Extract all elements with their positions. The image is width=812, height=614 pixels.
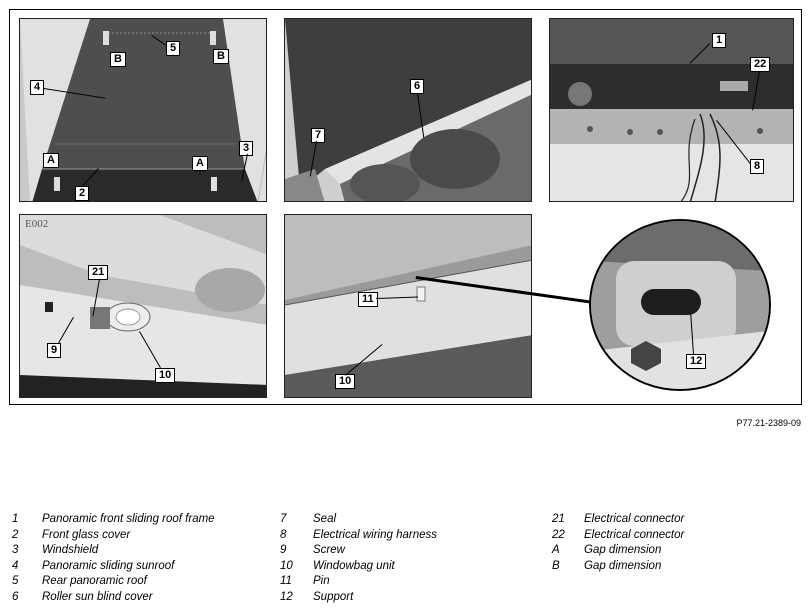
photo-roof-overview: B 5 B 4 A 3 A 2 xyxy=(19,18,267,202)
callout-a-left: A xyxy=(43,153,59,168)
callout-5: 5 xyxy=(166,41,181,56)
callout-b-right: B xyxy=(213,49,229,64)
callout-22: 22 xyxy=(750,57,771,72)
photo-sun-blind: 6 7 xyxy=(284,18,532,202)
callout-9: 9 xyxy=(47,343,62,358)
support-drawing xyxy=(591,221,769,389)
callout-b-left: B xyxy=(110,52,126,67)
photo-roof-frame-wiring: 1 22 8 xyxy=(549,18,794,202)
callout-8: 8 xyxy=(750,159,765,174)
callout-7: 7 xyxy=(311,128,326,143)
photo-windowbag-pin: 11 10 xyxy=(284,214,532,398)
figure-code: P77.21-2389-09 xyxy=(736,418,801,428)
callout-6: 6 xyxy=(410,79,425,94)
callout-11: 11 xyxy=(358,292,378,307)
sun-blind-drawing xyxy=(285,19,531,201)
figure-frame: B 5 B 4 A 3 A 2 6 7 xyxy=(9,9,802,405)
windowbag-pin-drawing xyxy=(285,215,531,397)
roof-overview-drawing xyxy=(20,19,266,201)
callout-2: 2 xyxy=(75,186,90,201)
photo-windowbag-connector: 21 9 10 xyxy=(19,214,267,398)
callout-4: 4 xyxy=(30,80,45,95)
roof-frame-drawing xyxy=(550,19,793,201)
windowbag-connector-drawing xyxy=(20,215,266,397)
callout-10-b: 10 xyxy=(335,374,356,389)
magnified-support-detail: 12 xyxy=(589,219,771,391)
callout-1: 1 xyxy=(712,33,727,48)
callout-3: 3 xyxy=(239,141,254,156)
callout-10-a: 10 xyxy=(155,368,176,383)
panel5-stamp: E002 xyxy=(25,218,49,230)
callout-a-right: A xyxy=(192,156,208,171)
callout-12: 12 xyxy=(686,354,707,369)
